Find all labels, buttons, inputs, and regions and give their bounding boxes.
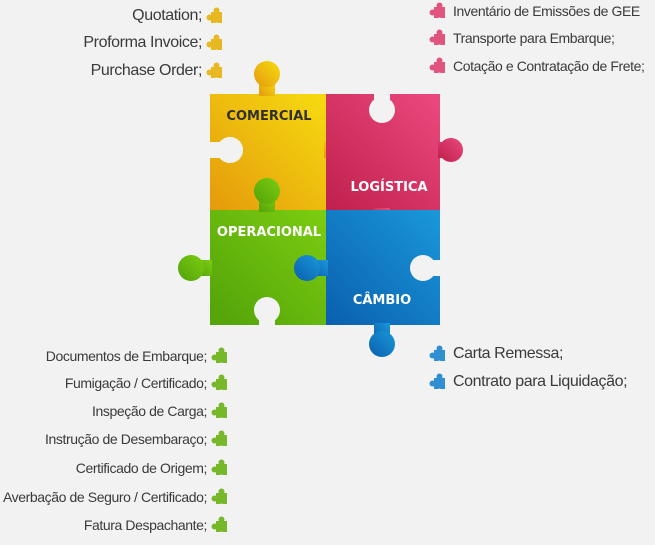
puzzle-piece-icon [211, 430, 227, 448]
list-item-text: Certificado de Origem; [75, 460, 208, 476]
puzzle-piece-icon [429, 29, 445, 47]
operacional-list-item: Documentos de Embarque; [46, 345, 229, 367]
logistica-list-item: Transporte para Embarque; [429, 27, 615, 49]
list-item-text: Inspeção de Carga; [92, 403, 207, 419]
list-item-text: Instrução de Desembaraço; [45, 431, 207, 447]
label-operacional: OPERACIONAL [217, 225, 321, 240]
label-comercial: COMERCIAL [226, 109, 311, 124]
list-item-text: Cotação e Contratação de Frete; [453, 58, 645, 74]
list-item-text: Quotation; [132, 7, 202, 24]
comercial-list-item: Purchase Order; [91, 60, 224, 82]
operacional-list-item: Certificado de Origem; [76, 457, 229, 479]
logistica-list-item: Inventário de Emissões de GEE [429, 0, 640, 22]
label-logistica: LOGÍSTICA [350, 179, 427, 195]
list-item-text: Transporte para Embarque; [453, 30, 615, 46]
list-item-text: Documentos de Embarque; [45, 348, 208, 364]
comercial-list-item: Quotation; [132, 5, 224, 27]
list-item-text: Carta Remessa; [453, 345, 563, 362]
puzzle-piece-icon [206, 62, 222, 80]
list-item-text: Fatura Despachante; [83, 517, 208, 533]
list-item-text: Purchase Order; [90, 62, 203, 79]
puzzle-piece-icon [211, 402, 227, 420]
operacional-list-item: Fumigação / Certificado; [65, 372, 229, 394]
cambio-list-item: Contrato para Liquidação; [429, 371, 628, 393]
logistica-list-item: Cotação e Contratação de Frete; [429, 55, 645, 77]
puzzle-piece-icon [206, 34, 222, 52]
label-cambio: CÂMBIO [353, 292, 411, 308]
list-item-text: Fumigação / Certificado; [64, 375, 208, 391]
puzzle-piece-icon [429, 345, 445, 363]
puzzle-piece-icon [429, 57, 445, 75]
cambio-list-item: Carta Remessa; [429, 343, 563, 365]
operacional-list-item: Fatura Despachante; [84, 514, 229, 536]
comercial-list-item: Proforma Invoice; [83, 32, 224, 54]
list-item-text: Averbação de Seguro / Certificado; [2, 489, 207, 505]
puzzle-piece-icon [206, 7, 222, 25]
operacional-list-item: Inspeção de Carga; [92, 400, 229, 422]
puzzle-piece-icon [211, 516, 227, 534]
puzzle-piece-icon [429, 2, 445, 20]
list-item-text: Proforma Invoice; [83, 34, 202, 51]
operacional-list-item: Instrução de Desembaraço; [45, 428, 229, 450]
puzzle-piece-icon [211, 488, 227, 506]
list-item-text: Contrato para Liquidação; [453, 373, 628, 390]
list-item-text: Inventário de Emissões de GEE [453, 3, 640, 19]
operacional-list-item: Averbação de Seguro / Certificado; [3, 486, 229, 508]
puzzle-piece-icon [429, 373, 445, 391]
puzzle-piece-icon [211, 374, 227, 392]
puzzle-piece-icon [211, 347, 227, 365]
puzzle-piece-icon [211, 459, 227, 477]
